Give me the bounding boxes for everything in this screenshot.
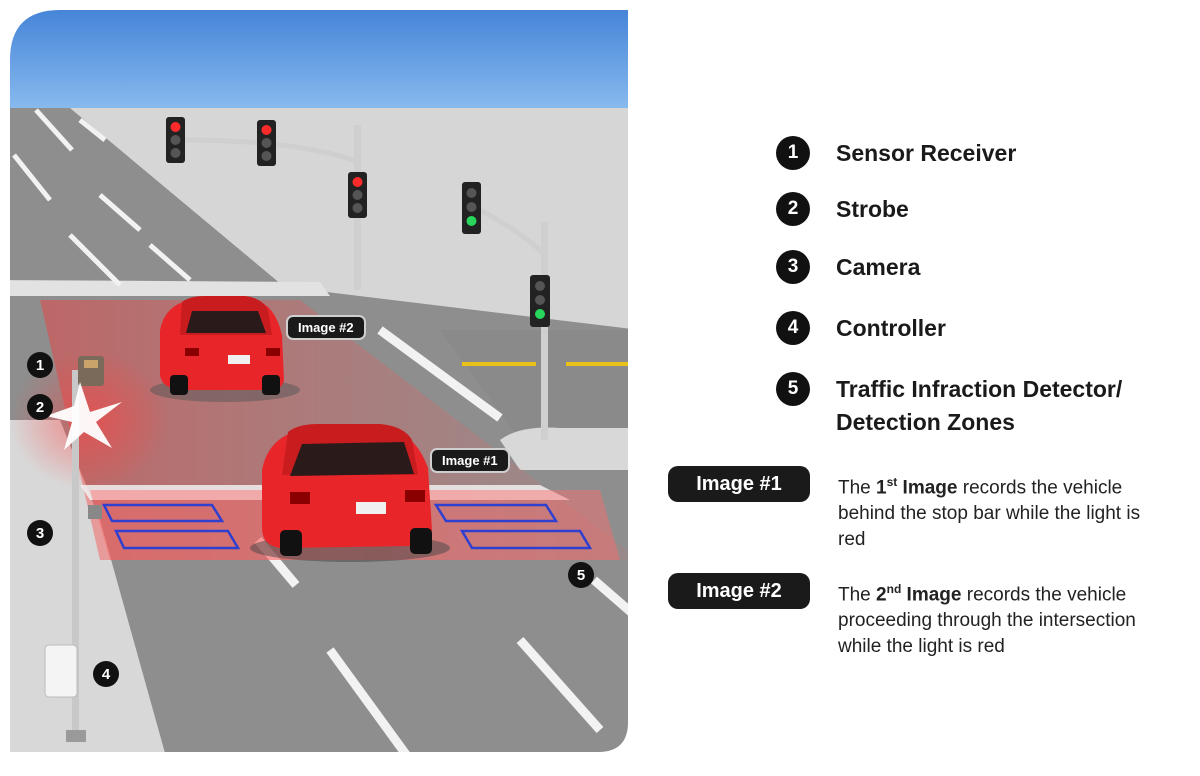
scene-tag-image-1: Image #1 [430,448,510,473]
image-1-description-row: Image #1 The 1st Image records the vehic… [668,466,1168,553]
legend-number: 1 [776,136,810,170]
camera-box [88,505,102,519]
desc-pre: The [838,584,877,606]
image-2-description: The 2nd Image records the vehicle procee… [838,576,1168,660]
right-corner-sidewalk [500,427,628,470]
image-2-description-row: Image #2 The 2nd Image records the vehic… [668,573,1168,660]
legend-number: 2 [776,192,810,226]
desc-bold: Image [897,477,958,499]
legend-item-controller: 4 Controller [776,311,946,345]
intersection-illustration [10,10,628,752]
legend-label: Sensor Receiver [836,140,1017,166]
callout-2: 2 [27,394,53,420]
desc-ordinal: 1 [876,477,887,499]
image-1-badge: Image #1 [668,466,810,502]
cross-street-markings [12,108,192,287]
car-image-2 [150,296,300,402]
stop-line-far [10,280,330,296]
scene-tag-image-2: Image #2 [286,315,366,340]
controller-box [44,644,78,698]
image-2-badge: Image #2 [668,573,810,609]
legend-number: 5 [776,372,810,406]
cross-street [10,108,300,300]
right-road [440,330,628,440]
loop-sensors [101,503,593,550]
desc-bold: Image [901,584,962,606]
camera-pole [44,356,104,742]
callout-5: 5 [568,562,594,588]
legend-number: 3 [776,250,810,284]
legend-number: 4 [776,311,810,345]
legend-label: Strobe [836,196,909,222]
desc-rest: records the vehicle proceeding through t… [838,584,1136,658]
legend-label: Traffic Infraction Detector/ Detection Z… [836,376,1123,435]
callout-3: 3 [27,520,53,546]
desc-ordinal-suffix: nd [886,582,902,596]
desc-ordinal: 2 [876,584,887,606]
image-1-description: The 1st Image records the vehicle behind… [838,469,1168,553]
left-sidewalk [10,420,170,752]
legend-label: Camera [836,254,921,280]
legend-item-camera: 3 Camera [776,250,920,284]
legend-item-detection-zones: 5 Traffic Infraction Detector/ Detection… [776,372,1196,439]
callout-4: 4 [93,661,119,687]
desc-ordinal-suffix: st [886,475,898,489]
intersection-scene: 1 2 3 4 5 Image #2 Image #1 [10,10,628,752]
callout-1: 1 [27,352,53,378]
sky [10,10,628,120]
legend-item-strobe: 2 Strobe [776,192,909,226]
legend-item-sensor-receiver: 1 Sensor Receiver [776,136,1016,170]
legend-label: Controller [836,315,946,341]
car-image-1 [250,424,450,562]
traffic-signals [166,117,550,327]
strobe-flash [46,382,122,450]
desc-rest: records the vehicle behind the stop bar … [838,477,1141,551]
desc-pre: The [838,477,877,499]
